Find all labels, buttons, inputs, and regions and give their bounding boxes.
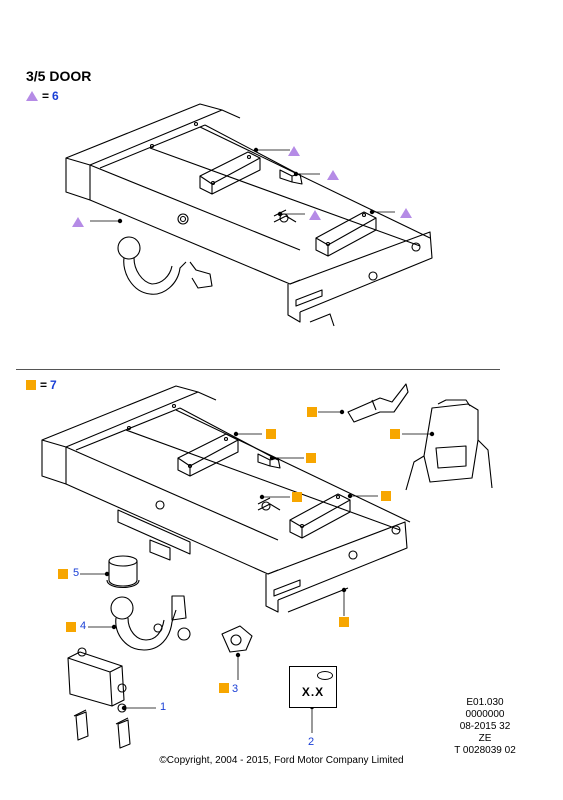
label-plate: X.X — [289, 666, 337, 708]
legend-number[interactable]: 6 — [52, 89, 59, 103]
callout-3[interactable]: 3 — [232, 683, 239, 695]
square-marker-icon — [26, 380, 36, 390]
legend-equals: = — [40, 378, 48, 392]
callout-1[interactable]: 1 — [160, 701, 167, 713]
callout-5[interactable]: 5 — [73, 567, 80, 579]
square-markers — [58, 407, 400, 693]
reference-line: E01.030 — [466, 697, 504, 708]
label-plate-text: X.X — [301, 685, 325, 699]
callout-2[interactable]: 2 — [308, 736, 315, 748]
reference-line: T 0028039 02 — [454, 745, 516, 756]
reference-line: ZE — [478, 733, 492, 744]
legend-triangle: = 6 — [26, 89, 59, 103]
callout-4[interactable]: 4 — [80, 620, 87, 632]
copyright-notice: ©Copyright, 2004 - 2015, Ford Motor Comp… — [159, 755, 404, 766]
triangle-markers — [72, 146, 412, 227]
legend-equals: = — [42, 89, 50, 103]
ford-logo-icon — [317, 671, 333, 680]
legend-number[interactable]: 7 — [50, 378, 57, 392]
reference-line: 08-2015 32 — [459, 721, 511, 732]
section-title: 3/5 DOOR — [26, 68, 92, 84]
triangle-marker-icon — [26, 91, 38, 101]
bottom-crossmember-drawing — [41, 383, 493, 749]
reference-block: E01.030 0000000 08-2015 32 ZE T 0028039 … — [440, 697, 530, 757]
legend-square: = 7 — [26, 378, 57, 392]
reference-line: 0000000 — [465, 709, 505, 720]
top-crossmember-drawing — [65, 103, 433, 327]
section-divider — [16, 369, 500, 370]
